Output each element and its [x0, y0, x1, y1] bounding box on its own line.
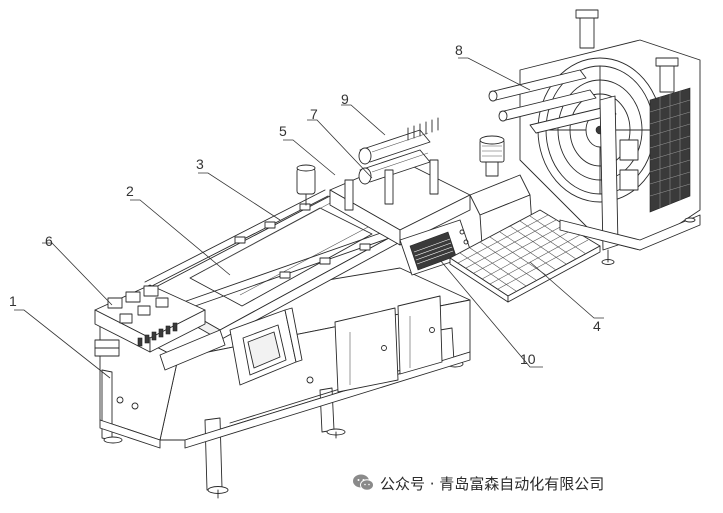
callout-3: 3 — [196, 156, 204, 172]
conveyor-bed — [144, 189, 401, 341]
callout-6: 6 — [45, 233, 53, 249]
gear-teeth — [407, 117, 439, 141]
watermark: 公众号 · 青岛富森自动化有限公司 — [352, 470, 604, 496]
leader-lines — [14, 57, 604, 379]
callout-10: 10 — [520, 351, 536, 367]
base-frame — [99, 267, 471, 499]
hmi-panel — [229, 307, 303, 386]
vent-slots — [413, 238, 454, 265]
outfeed-grid-platform — [449, 209, 601, 303]
wechat-icon — [352, 473, 374, 493]
decoiler-reel — [488, 9, 701, 265]
callout-labels: 1 2 3 4 5 6 7 8 9 10 — [9, 42, 601, 367]
infeed-rollers — [137, 322, 178, 347]
watermark-text: 公众号 · 青岛富森自动化有限公司 — [380, 474, 605, 493]
electrical-box — [399, 219, 473, 276]
forming-station — [296, 117, 533, 246]
callout-7: 7 — [310, 106, 318, 122]
callout-8: 8 — [455, 42, 463, 58]
infeed-unit — [94, 284, 226, 371]
callout-5: 5 — [279, 123, 287, 139]
callout-9: 9 — [341, 91, 349, 107]
grid-mesh — [457, 214, 589, 292]
callout-2: 2 — [126, 183, 134, 199]
callout-1: 1 — [9, 293, 17, 309]
callout-4: 4 — [593, 318, 601, 334]
guard-mesh — [649, 91, 691, 208]
